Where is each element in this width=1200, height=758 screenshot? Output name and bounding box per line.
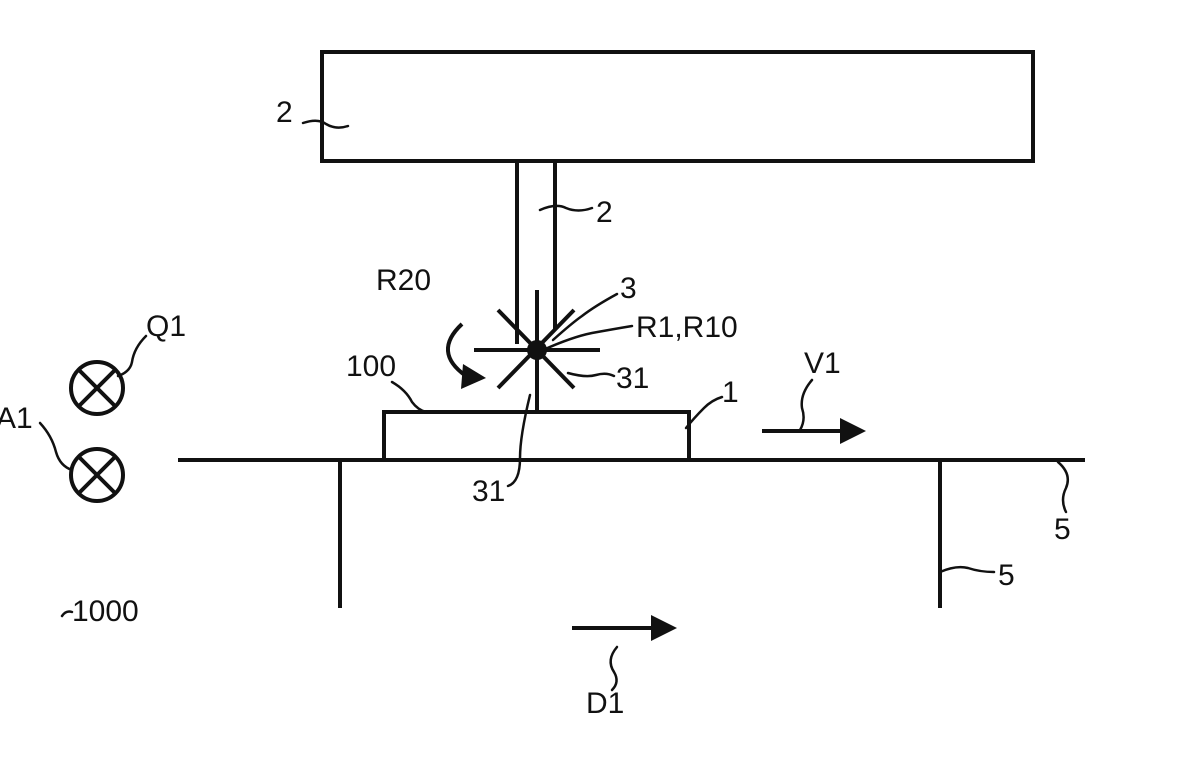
label-blade-upper: 31 xyxy=(616,362,649,395)
label-velocity: V1 xyxy=(804,347,841,380)
label-head-shaft: 2 xyxy=(596,196,613,229)
label-rotation-axes: R1,R10 xyxy=(636,311,738,344)
tool-hub xyxy=(527,340,547,360)
head-shaft xyxy=(515,161,557,344)
leader-lines xyxy=(38,119,1069,692)
label-head-top: 2 xyxy=(276,96,293,129)
label-support-right: 5 xyxy=(1054,513,1071,546)
label-workpiece: 1 xyxy=(722,376,739,409)
tool-star xyxy=(474,290,600,412)
support-rail xyxy=(178,458,1085,608)
label-symbol-a: A1 xyxy=(0,402,33,435)
direction-arrow xyxy=(572,615,677,641)
label-workpiece-surface: 100 xyxy=(346,350,396,383)
label-blade-lower: 31 xyxy=(472,475,505,508)
label-direction: D1 xyxy=(586,687,624,720)
head-block xyxy=(320,50,1035,163)
symbol-a1-icon xyxy=(69,447,125,503)
symbol-q1-icon xyxy=(69,360,125,416)
label-symbol-q: Q1 xyxy=(146,310,186,343)
label-system: 1000 xyxy=(72,595,139,628)
label-tool: 3 xyxy=(620,272,637,305)
label-rotation: R20 xyxy=(376,264,431,297)
rotation-arrow xyxy=(445,322,486,389)
workpiece xyxy=(382,410,691,462)
label-support-rail: 5 xyxy=(998,559,1015,592)
velocity-arrow xyxy=(762,418,866,444)
